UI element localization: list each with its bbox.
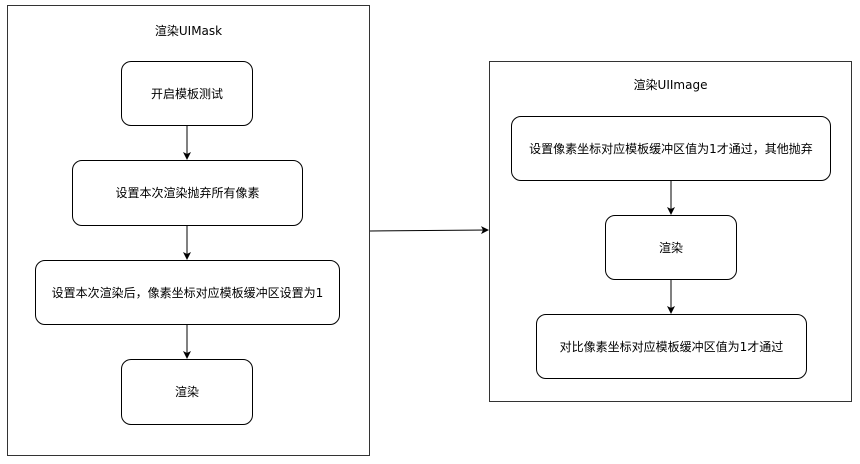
discard-all-pixels-step: 设置本次渲染抛弃所有像素 <box>72 160 303 226</box>
uiimage-container-title: 渲染UIImage <box>633 78 708 92</box>
enable-stencil-test-step: 开启模板测试 <box>121 61 253 126</box>
discard-all-pixels-label: 设置本次渲染抛弃所有像素 <box>115 186 260 200</box>
arrow-mask-to-image <box>369 226 489 235</box>
render-image-step: 渲染 <box>605 215 737 280</box>
stencil-compare-pass-step: 对比像素坐标对应模板缓冲区值为1才通过 <box>536 314 807 379</box>
enable-stencil-test-label: 开启模板测试 <box>150 86 223 101</box>
set-stencil-buffer-step: 设置本次渲染后，像素坐标对应模板缓冲区设置为1 <box>35 260 340 325</box>
render-mask-step: 渲染 <box>121 359 253 425</box>
stencil-compare-discard-step: 设置像素坐标对应模板缓冲区值为1才通过，其他抛弃 <box>511 116 831 181</box>
stencil-compare-discard-label: 设置像素坐标对应模板缓冲区值为1才通过，其他抛弃 <box>529 141 813 156</box>
render-image-label: 渲染 <box>658 240 683 255</box>
stencil-compare-pass-label: 对比像素坐标对应模板缓冲区值为1才通过 <box>559 339 784 354</box>
uimask-container-title: 渲染UIMask <box>154 24 223 38</box>
render-mask-label: 渲染 <box>174 385 199 399</box>
set-stencil-buffer-label: 设置本次渲染后，像素坐标对应模板缓冲区设置为1 <box>51 285 324 300</box>
